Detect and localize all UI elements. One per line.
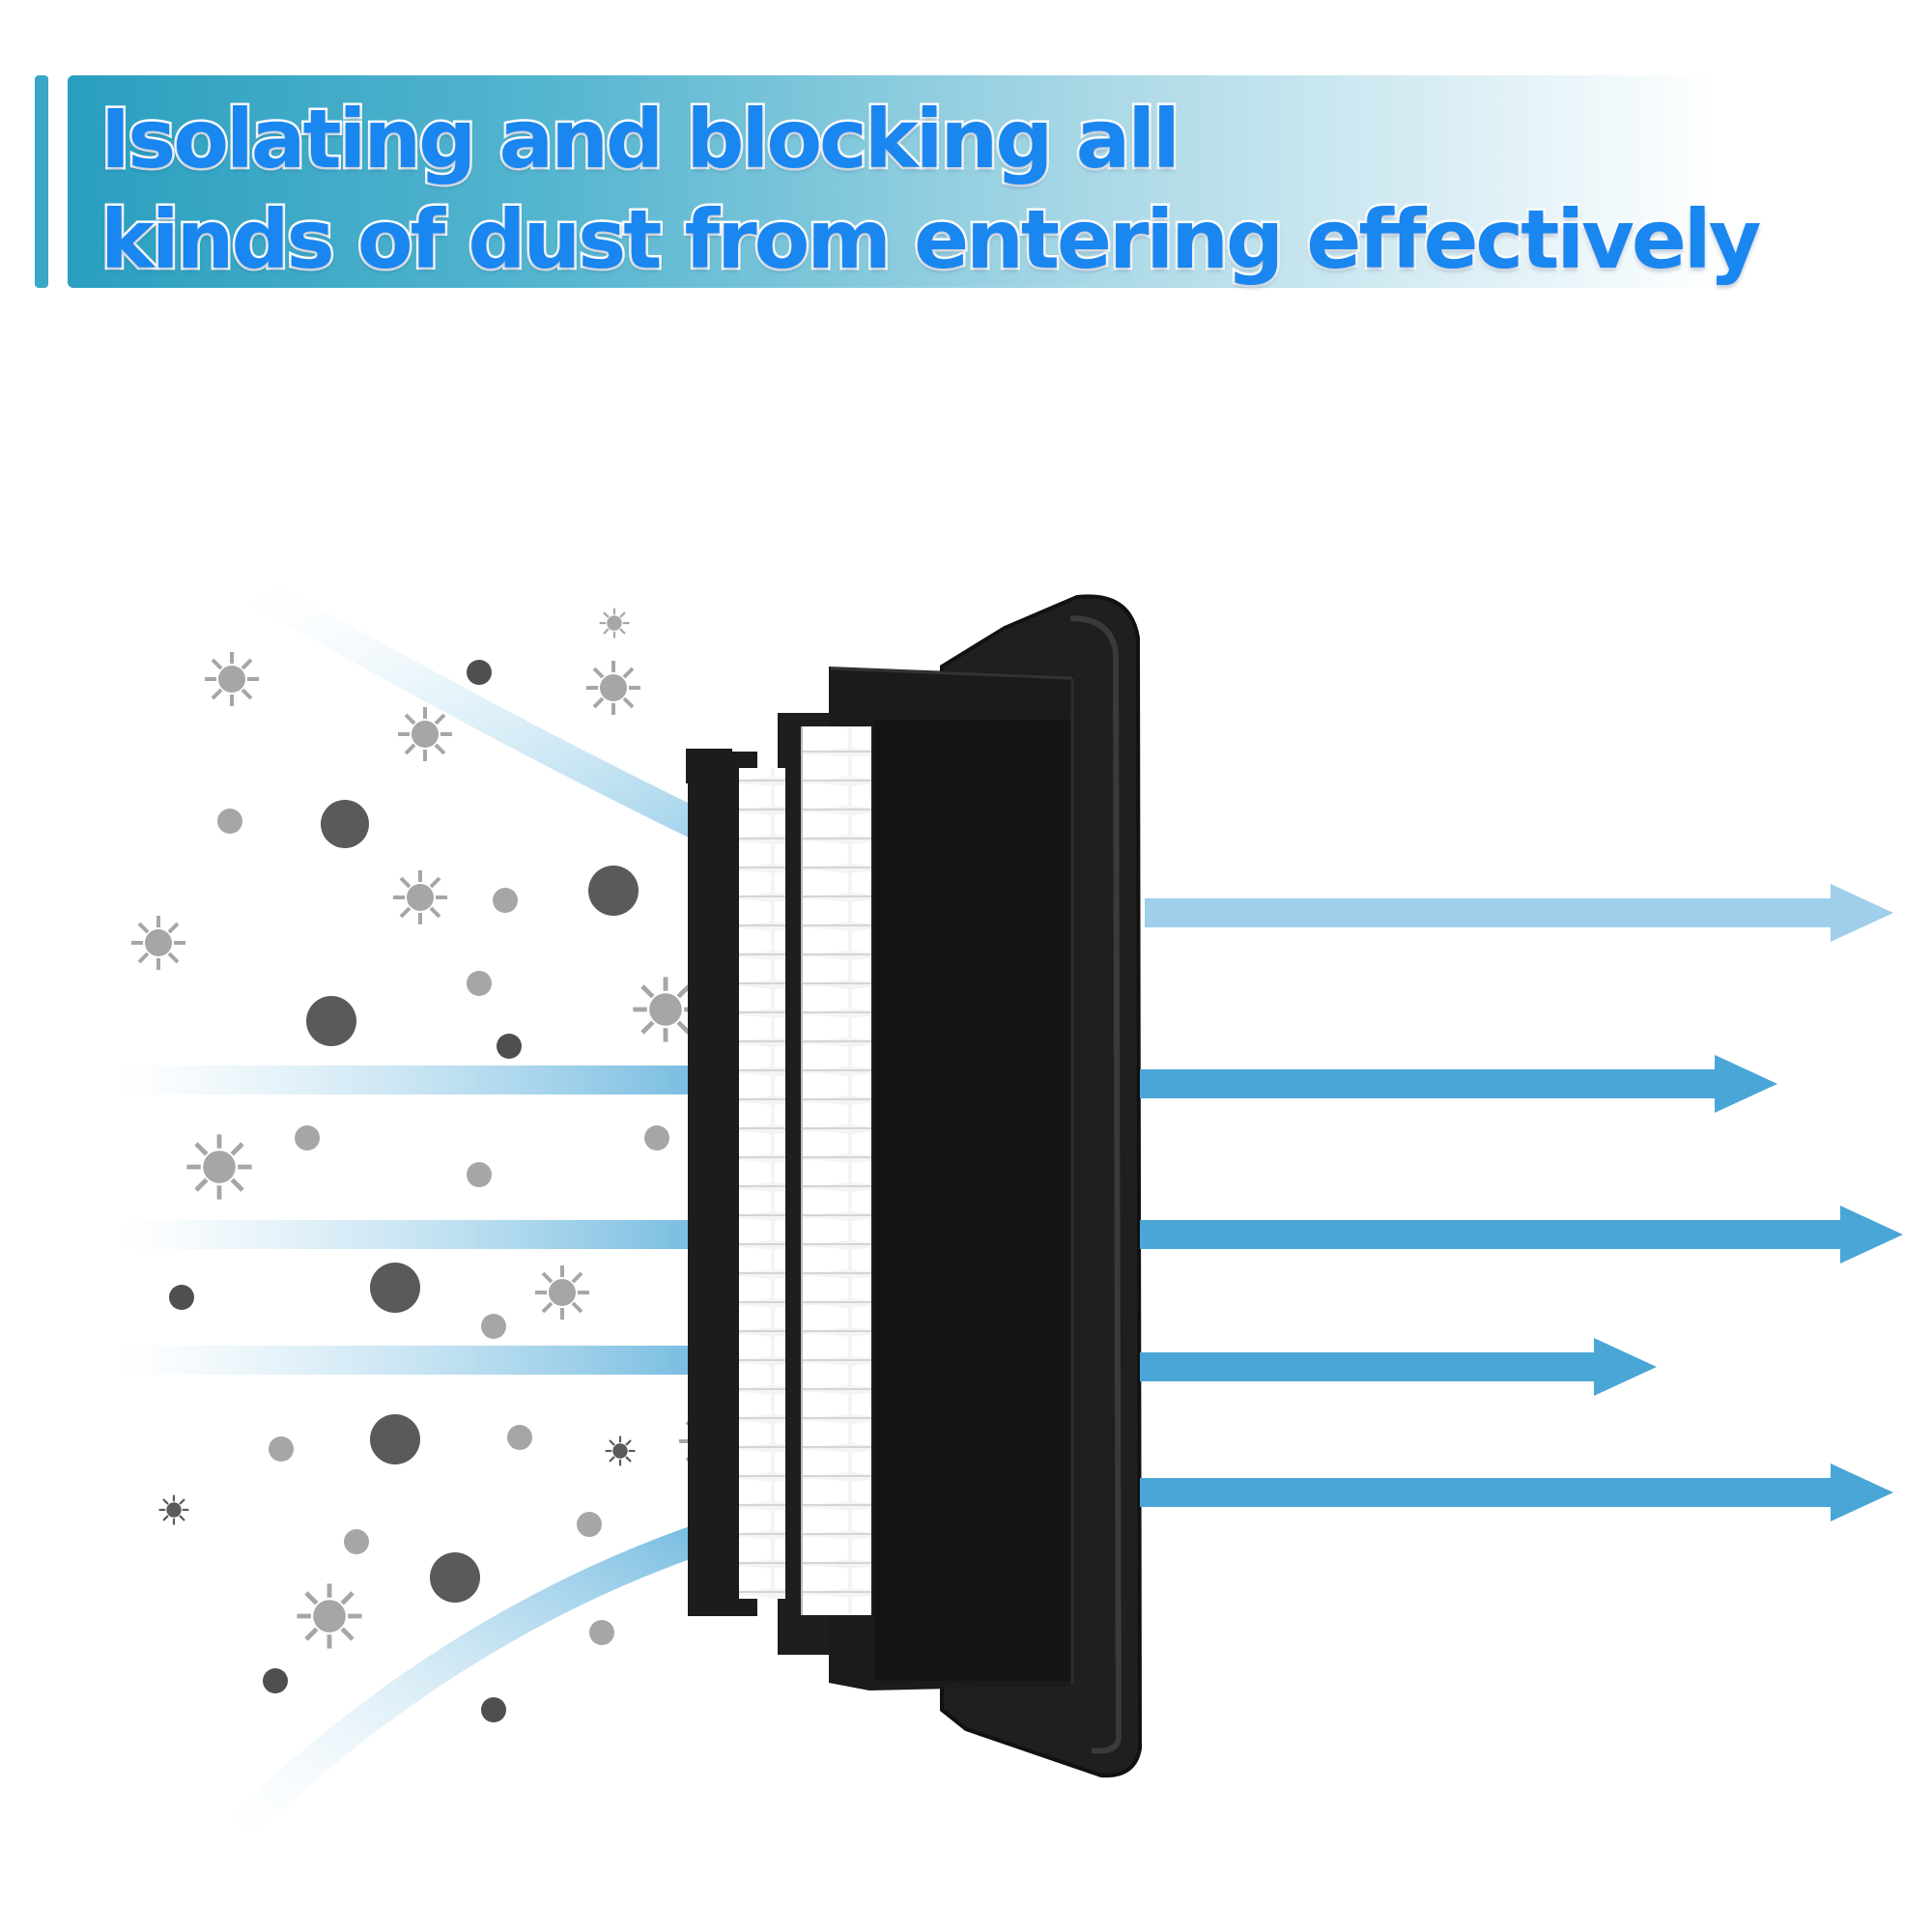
outgoing-airflow — [1140, 884, 1903, 1521]
virus-icon — [633, 977, 698, 1042]
virus-icon — [586, 661, 640, 715]
headline-banner — [68, 75, 1719, 288]
virus-icon — [393, 870, 447, 924]
virus-icon — [535, 1265, 589, 1320]
air-filter — [686, 594, 1143, 1778]
arrow-right-icon — [1140, 1055, 1777, 1113]
headline-line-2: kinds of dust from entering effectively — [98, 190, 1763, 290]
virus-icon — [158, 1494, 189, 1525]
arrow-right-icon — [1140, 1338, 1657, 1396]
banner-accent-bar — [35, 75, 48, 288]
virus-icon — [599, 608, 630, 639]
headline: Isolating and blocking all kinds of dust… — [98, 89, 1763, 290]
virus-icon — [205, 652, 259, 706]
virus-icon — [131, 916, 185, 970]
virus-icon — [297, 1583, 362, 1649]
virus-icon — [186, 1134, 252, 1200]
dust-particles — [169, 660, 713, 1722]
virus-icon — [605, 1435, 636, 1466]
headline-line-1: Isolating and blocking all — [98, 90, 1182, 189]
arrow-right-icon — [1140, 1206, 1903, 1264]
virus-icons — [131, 608, 738, 1649]
virus-icon — [398, 707, 452, 761]
arrow-right-icon — [1145, 884, 1893, 942]
arrow-right-icon — [1140, 1463, 1893, 1521]
